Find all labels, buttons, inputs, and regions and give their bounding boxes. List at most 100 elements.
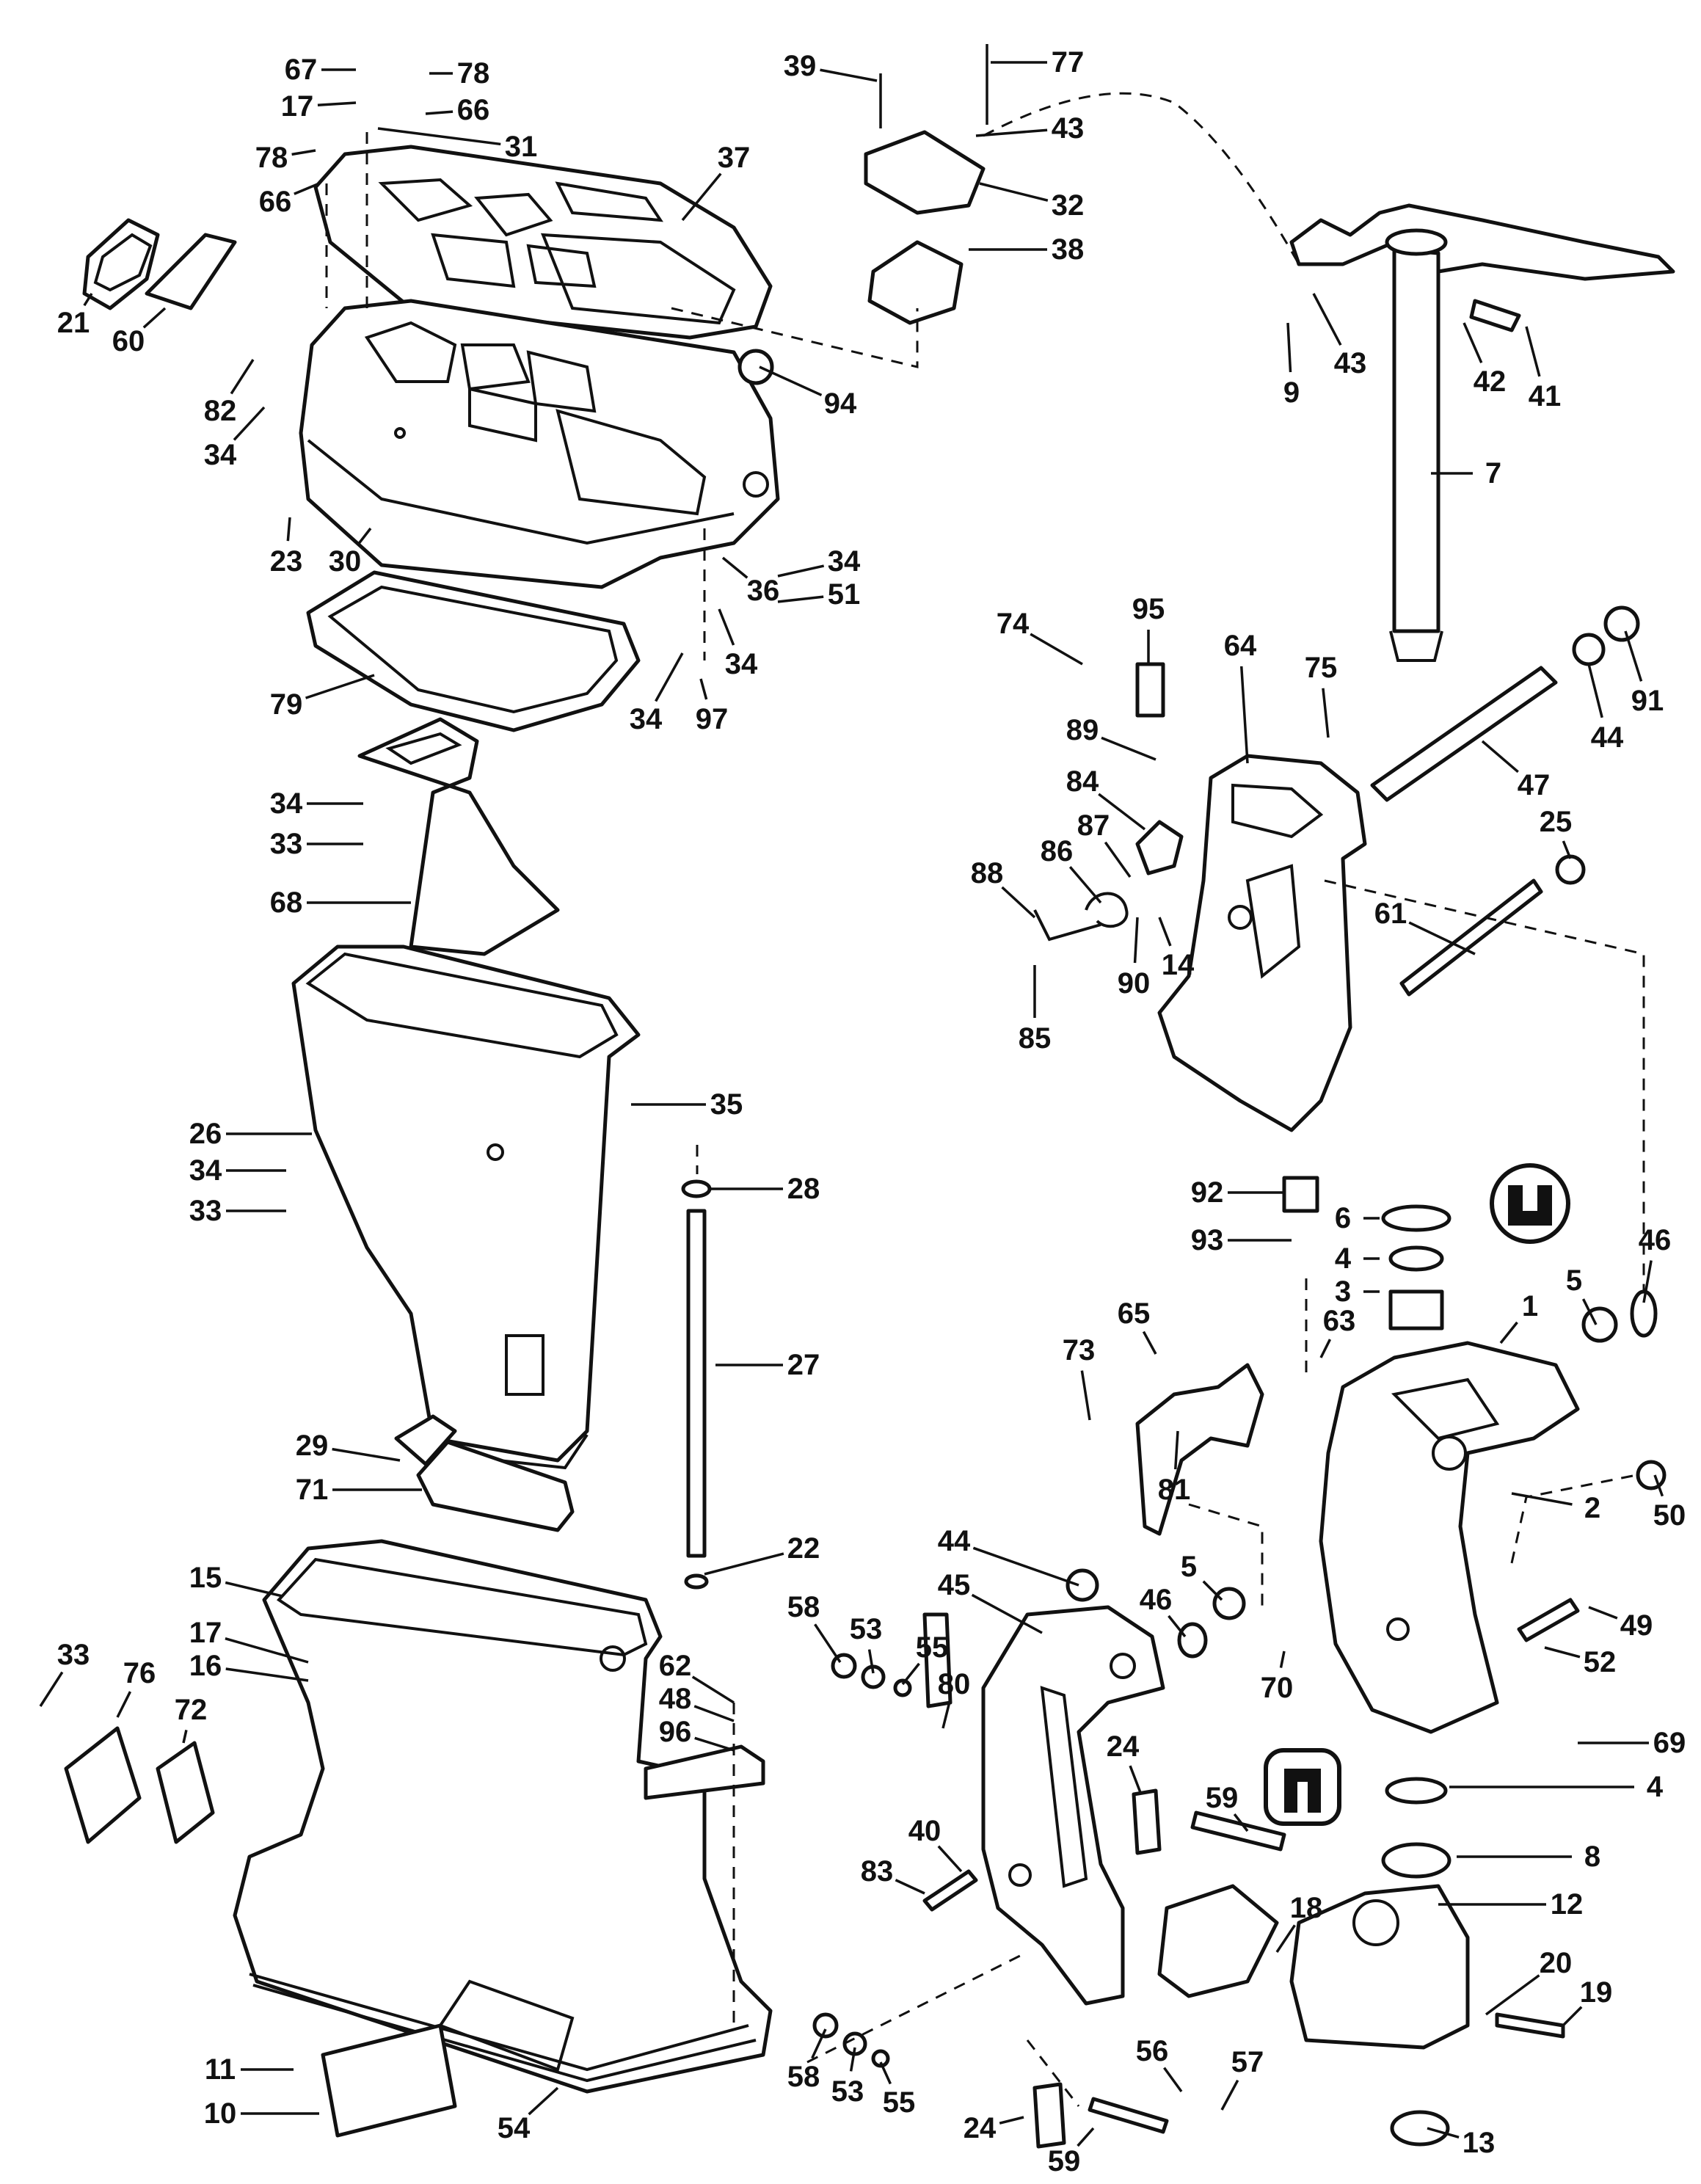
- callout-58: 58: [787, 1591, 842, 1663]
- callout-33: 33: [270, 828, 363, 860]
- bolt-59a: [1190, 1810, 1286, 1852]
- callout-79: 79: [270, 674, 375, 721]
- callout-26: 26: [189, 1118, 312, 1150]
- leader-line: [1098, 793, 1146, 831]
- callout-1: 1: [1499, 1290, 1538, 1344]
- part-number: 67: [285, 54, 318, 86]
- part-number: 45: [938, 1569, 971, 1601]
- leader-line: [999, 2116, 1024, 2125]
- callout-75: 75: [1305, 652, 1337, 738]
- callout-34: 34: [270, 787, 363, 820]
- part-number: 20: [1540, 1947, 1573, 1979]
- leader-line: [814, 1623, 842, 1663]
- part-number: 96: [659, 1716, 692, 1748]
- bracket-32: [864, 130, 986, 215]
- callout-82: 82: [204, 359, 255, 427]
- callout-40: 40: [908, 1815, 963, 1873]
- part-number: 36: [747, 575, 780, 607]
- part-number: 64: [1224, 630, 1257, 662]
- callout-53: 53: [831, 2047, 864, 2108]
- callout-16: 16: [189, 1650, 309, 1682]
- part-number: 62: [659, 1650, 692, 1682]
- leader-line: [979, 182, 1049, 202]
- part-number: 60: [112, 325, 145, 357]
- part-number: 58: [787, 1591, 820, 1623]
- part-number: 52: [1584, 1646, 1617, 1678]
- leader-line: [1163, 2067, 1183, 2093]
- part-number: 34: [828, 545, 861, 578]
- leader-line: [699, 678, 708, 700]
- leader-line: [1408, 921, 1476, 956]
- part-number: 24: [964, 2112, 997, 2144]
- callout-47: 47: [1481, 740, 1551, 801]
- part-number: 43: [1052, 112, 1085, 145]
- leader-line: [225, 1581, 283, 1598]
- callout-56: 56: [1136, 2035, 1183, 2093]
- part-number: 32: [1052, 189, 1085, 222]
- callout-96: 96: [659, 1716, 735, 1752]
- leader-line: [1463, 322, 1483, 364]
- seal-71: [416, 1440, 575, 1532]
- bushing-3: [1388, 1289, 1444, 1331]
- callout-90: 90: [1118, 917, 1150, 1000]
- part-number: 89: [1066, 714, 1099, 746]
- callout-80: 80: [938, 1668, 970, 1729]
- leader-line: [971, 1593, 1043, 1634]
- part-number: 28: [787, 1173, 820, 1205]
- callout-11: 11: [205, 2053, 294, 2086]
- callout-38: 38: [969, 233, 1084, 266]
- lower-housing-15: [233, 1539, 773, 2094]
- leader-line: [332, 1447, 401, 1462]
- part-number: 46: [1140, 1584, 1173, 1616]
- callout-93: 93: [1191, 1224, 1292, 1256]
- steering-arm-7: [1289, 203, 1675, 662]
- callout-72: 72: [175, 1694, 207, 1744]
- part-number: 8: [1584, 1841, 1600, 1873]
- callout-46: 46: [1639, 1224, 1671, 1303]
- callout-10: 10: [204, 2097, 319, 2130]
- callout-41: 41: [1525, 326, 1561, 412]
- callout-55: 55: [879, 2061, 915, 2119]
- callout-54: 54: [498, 2086, 559, 2144]
- spring-86: [1085, 892, 1129, 928]
- part-number: 47: [1518, 769, 1551, 801]
- washer-55b: [871, 2049, 890, 2068]
- seal-4a: [1388, 1245, 1444, 1272]
- callout-45: 45: [938, 1569, 1043, 1634]
- callout-35: 35: [631, 1088, 743, 1121]
- part-number: 2: [1584, 1492, 1600, 1524]
- leader-line: [233, 406, 266, 441]
- bushing-5b: [1212, 1587, 1246, 1620]
- leader-line: [142, 307, 167, 329]
- part-number: 66: [457, 94, 490, 126]
- part-number: 63: [1323, 1305, 1356, 1337]
- callout-34: 34: [630, 652, 684, 735]
- callout-58: 58: [787, 2028, 827, 2093]
- block-92: [1282, 1176, 1319, 1213]
- callout-50: 50: [1653, 1474, 1686, 1532]
- callout-87: 87: [1077, 809, 1132, 878]
- leader-line: [1233, 1813, 1249, 1832]
- part-number: 13: [1463, 2127, 1496, 2159]
- leader-line: [1220, 2079, 1239, 2111]
- part-number: 79: [270, 688, 303, 721]
- leader-line: [1642, 1260, 1653, 1303]
- callout-3: 3: [1335, 1275, 1380, 1308]
- part-number: 34: [725, 648, 758, 680]
- washer-55a: [893, 1678, 912, 1697]
- callout-24: 24: [1107, 1730, 1143, 1795]
- part-number: 78: [457, 57, 490, 90]
- callout-69: 69: [1578, 1727, 1686, 1759]
- callout-34: 34: [777, 545, 861, 578]
- leader-line: [425, 110, 454, 115]
- callout-88: 88: [971, 857, 1036, 919]
- trim-tab-96: [644, 1744, 765, 1800]
- part-number: 58: [787, 2061, 820, 2093]
- part-number: 9: [1283, 376, 1300, 409]
- callout-17: 17: [189, 1617, 309, 1664]
- leader-line: [528, 2086, 559, 2116]
- pilot-shaft-47: [1370, 666, 1558, 802]
- callout-65: 65: [1118, 1297, 1157, 1355]
- callout-51: 51: [777, 578, 860, 611]
- leader-line: [317, 101, 357, 106]
